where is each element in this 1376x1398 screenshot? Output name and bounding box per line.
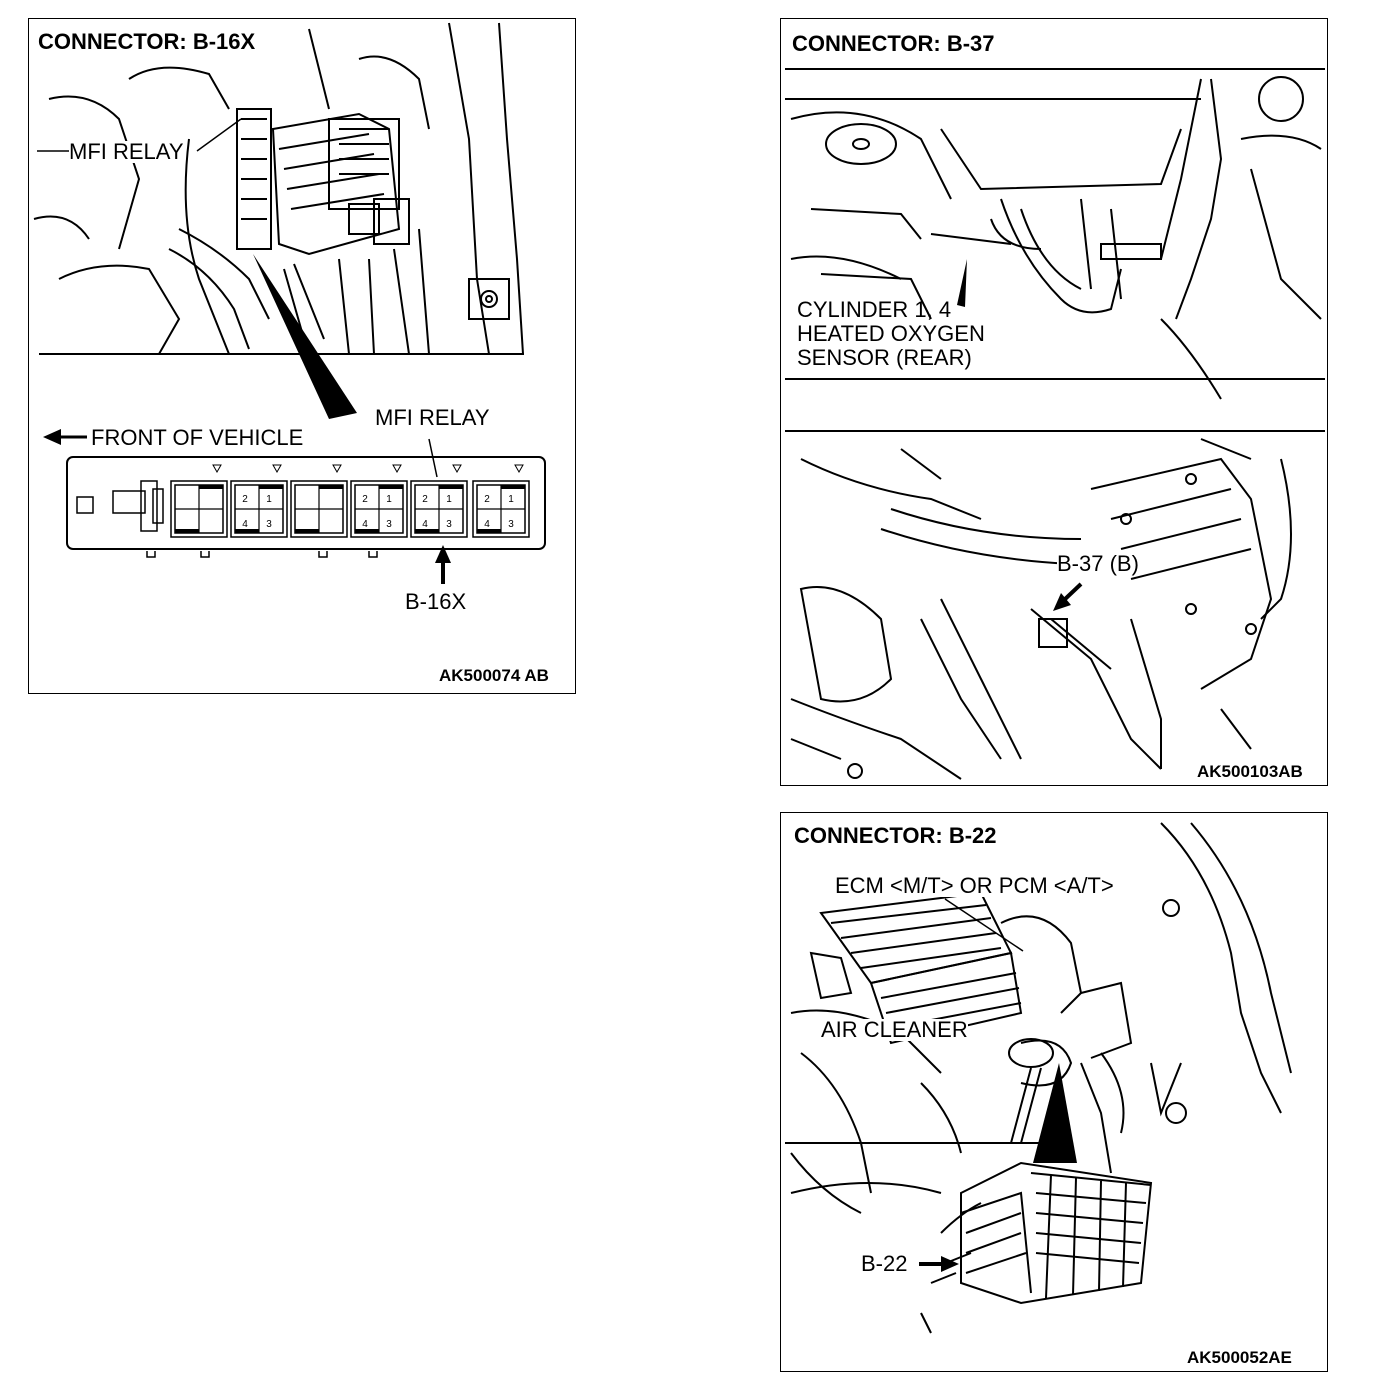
- mfi-relay-label-bottom: MFI RELAY: [375, 405, 490, 430]
- b22-title: CONNECTOR: B-22: [791, 825, 1000, 847]
- air-cleaner-label: AIR CLEANER: [821, 1017, 968, 1042]
- b37-title: CONNECTOR: B-37: [789, 33, 998, 55]
- relay-pin-number: 4: [422, 519, 428, 530]
- relay-pin-number: 1: [508, 494, 514, 505]
- relay-pin-number: 4: [362, 519, 368, 530]
- relay-pin-number: 3: [266, 519, 272, 530]
- relay-slot: 2 1 4 3: [410, 464, 468, 538]
- b22-callout-wedge: [1033, 1063, 1077, 1163]
- b22-illustration: [785, 822, 1292, 1334]
- b37-arrow-icon: [1053, 582, 1083, 611]
- relay-slot: 2 1 4 3: [350, 464, 408, 538]
- b37-figure-code: AK500103AB: [1197, 762, 1303, 781]
- relay-pin-number: 2: [242, 494, 248, 505]
- sensor-label-line2: HEATED OXYGEN: [797, 321, 985, 346]
- sensor-label-line1: CYLINDER 1, 4: [797, 297, 952, 322]
- relay-pin-number: 3: [446, 519, 452, 530]
- relay-pin-number: 1: [446, 494, 452, 505]
- relay-pin-number: 4: [484, 519, 490, 530]
- b16x-arrow-icon: [435, 545, 451, 584]
- mfi-relay-label-top: MFI RELAY: [69, 139, 184, 164]
- relay-pin-number: 1: [386, 494, 392, 505]
- panel-connector-b22: CONNECTOR: B-22 ECM <M/T> OR PCM <A/T> A…: [780, 812, 1328, 1372]
- front-of-vehicle-label: FRONT OF VEHICLE: [91, 425, 304, 450]
- b37-connector-label: B-37 (B): [1057, 551, 1139, 576]
- b16x-figure-code: AK500074 AB: [439, 666, 549, 685]
- panel-connector-b16x: 2 1 4 3 2 1 4 3 2 1 4 3 2 1 4 3 CONNECTOR: B-16X MFI RE…: [28, 18, 576, 694]
- b16x-engine-bay-illustration: 2 1 4 3 2 1 4 3 2 1 4 3 2 1 4 3: [33, 22, 546, 584]
- relay-pin-number: 4: [242, 519, 248, 530]
- b16x-title: CONNECTOR: B-16X: [35, 31, 259, 53]
- relay-slot: 2 1 4 3: [472, 464, 530, 538]
- relay-slot: [290, 464, 348, 538]
- b16x-connector-label: B-16X: [405, 589, 467, 614]
- relay-pin-number: 1: [266, 494, 272, 505]
- relay-pin-number: 2: [422, 494, 428, 505]
- relay-slot: [170, 464, 228, 538]
- front-arrow-icon: [43, 429, 87, 445]
- relay-slots: 2 1 4 3 2 1 4 3 2 1 4 3 2 1 4 3: [170, 464, 530, 538]
- ecm-pcm-label: ECM <M/T> OR PCM <A/T>: [835, 873, 1114, 898]
- sensor-label-line3: SENSOR (REAR): [797, 345, 972, 370]
- b22-figure-code: AK500052AE: [1187, 1348, 1292, 1367]
- relay-pin-number: 3: [508, 519, 514, 530]
- b22-arrow-icon: [919, 1256, 959, 1272]
- relay-pin-number: 3: [386, 519, 392, 530]
- relay-box-outline: [66, 456, 546, 550]
- relay-pin-number: 2: [484, 494, 490, 505]
- b22-connector-label: B-22: [861, 1251, 908, 1276]
- b37-illustration: [785, 68, 1325, 780]
- ecm-module-outline: [960, 1161, 1153, 1305]
- panel-connector-b37: CONNECTOR: B-37 CYLINDER 1, 4 HEATED OXY…: [780, 18, 1328, 786]
- relay-slot: 2 1 4 3: [230, 464, 288, 538]
- b16x-callout-wedge: [253, 254, 357, 419]
- relay-pin-number: 2: [362, 494, 368, 505]
